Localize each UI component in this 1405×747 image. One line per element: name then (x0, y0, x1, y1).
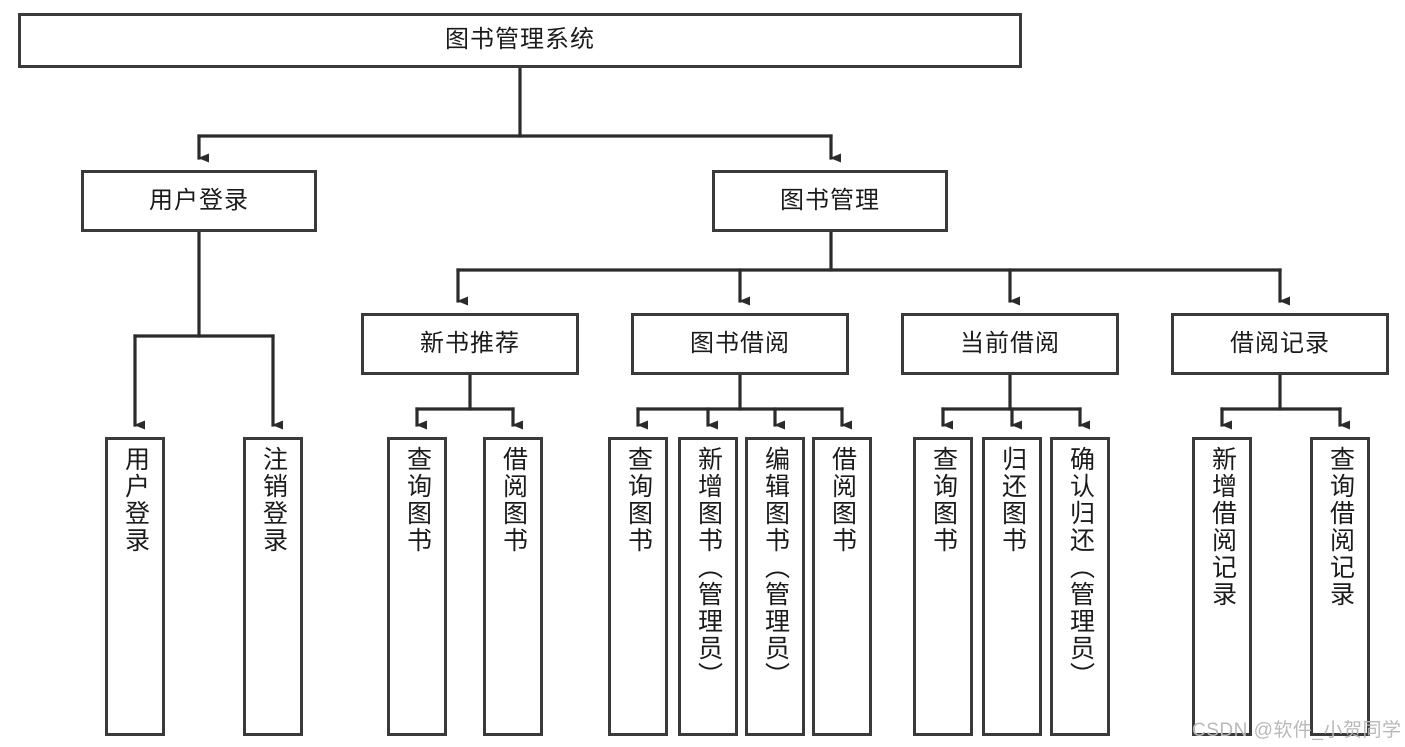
node-leaf-add-borrow-record-label: 新增借阅记录 (1208, 446, 1237, 608)
node-book-borrow-label: 图书借阅 (690, 329, 790, 357)
node-leaf-logout-login[interactable]: 注销登录 (243, 437, 303, 736)
node-book-manage[interactable]: 图书管理 (712, 170, 948, 232)
node-leaf-edit-book-admin-label: 编辑图书（管理员） (761, 446, 790, 689)
node-root-label: 图书管理系统 (445, 26, 595, 54)
node-leaf-query-book-2-label: 查询图书 (624, 446, 653, 554)
node-leaf-query-borrow-record-label: 查询借阅记录 (1326, 446, 1355, 608)
node-leaf-logout-login-label: 注销登录 (259, 446, 288, 554)
node-leaf-edit-book-admin[interactable]: 编辑图书（管理员） (745, 437, 805, 736)
node-leaf-query-book-3-label: 查询图书 (929, 446, 958, 554)
node-current-borrow[interactable]: 当前借阅 (901, 313, 1119, 375)
node-leaf-borrow-book-1-label: 借阅图书 (499, 446, 528, 554)
node-leaf-borrow-book-1[interactable]: 借阅图书 (483, 437, 543, 736)
node-leaf-confirm-return-admin-label: 确认归还（管理员） (1066, 446, 1095, 689)
node-user-login-label: 用户登录 (149, 186, 249, 214)
node-leaf-borrow-book-2-label: 借阅图书 (828, 446, 857, 554)
node-leaf-return-book-label: 归还图书 (998, 446, 1027, 554)
node-leaf-query-book-2[interactable]: 查询图书 (608, 437, 668, 736)
node-leaf-query-book-3[interactable]: 查询图书 (913, 437, 973, 736)
node-borrow-record[interactable]: 借阅记录 (1171, 313, 1389, 375)
node-book-manage-label: 图书管理 (780, 186, 880, 214)
node-root[interactable]: 图书管理系统 (18, 13, 1022, 68)
node-leaf-query-book-1[interactable]: 查询图书 (387, 437, 447, 736)
node-leaf-add-book-admin[interactable]: 新增图书（管理员） (678, 437, 738, 736)
node-book-borrow[interactable]: 图书借阅 (631, 313, 849, 375)
node-leaf-user-login-label: 用户登录 (121, 446, 150, 554)
csdn-watermark: CSDN @软件_小贺同学 (1192, 720, 1402, 741)
node-leaf-return-book[interactable]: 归还图书 (982, 437, 1042, 736)
node-new-book-recommend[interactable]: 新书推荐 (361, 313, 579, 375)
node-borrow-record-label: 借阅记录 (1230, 329, 1330, 357)
node-new-book-recommend-label: 新书推荐 (420, 329, 520, 357)
node-current-borrow-label: 当前借阅 (960, 329, 1060, 357)
node-leaf-query-borrow-record[interactable]: 查询借阅记录 (1310, 437, 1370, 736)
node-leaf-confirm-return-admin[interactable]: 确认归还（管理员） (1050, 437, 1110, 736)
node-leaf-add-borrow-record[interactable]: 新增借阅记录 (1192, 437, 1252, 736)
node-user-login[interactable]: 用户登录 (81, 170, 317, 232)
node-leaf-borrow-book-2[interactable]: 借阅图书 (812, 437, 872, 736)
node-leaf-add-book-admin-label: 新增图书（管理员） (694, 446, 723, 689)
node-leaf-query-book-1-label: 查询图书 (403, 446, 432, 554)
node-leaf-user-login[interactable]: 用户登录 (105, 437, 165, 736)
